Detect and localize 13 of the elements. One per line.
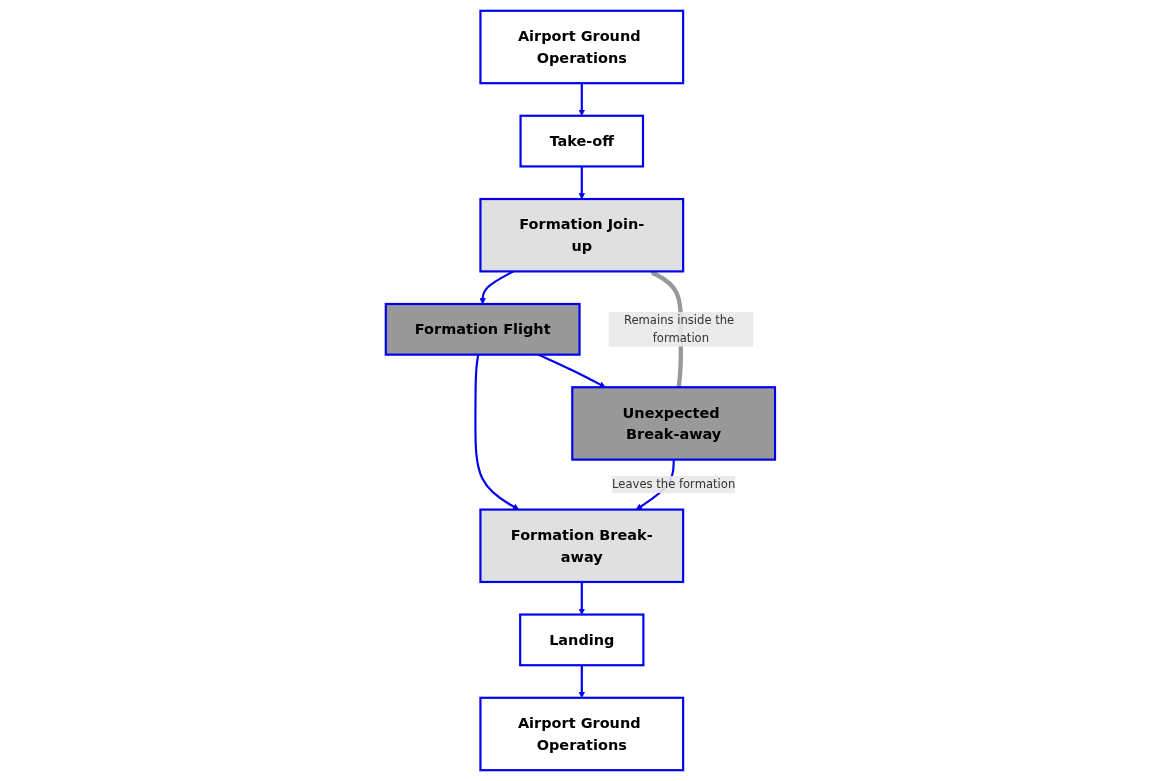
node-box: Landing	[519, 613, 645, 667]
arrow	[474, 354, 520, 510]
arrow	[578, 581, 586, 615]
node-box: Formation Break-away	[479, 508, 685, 584]
node-box: Airport Ground Operations	[479, 9, 685, 85]
node-box: Formation Flight	[384, 302, 581, 356]
node-box: Take-off	[519, 114, 645, 168]
node-box: Airport Ground Operations	[479, 696, 685, 772]
node-box: Formation Join-up	[479, 197, 685, 273]
node-box: Unexpected Break-away	[571, 386, 777, 461]
edge-label: Leaves the formation	[612, 477, 736, 492]
arrow	[578, 166, 586, 200]
edge-label: Remains inside the formation	[624, 313, 735, 345]
